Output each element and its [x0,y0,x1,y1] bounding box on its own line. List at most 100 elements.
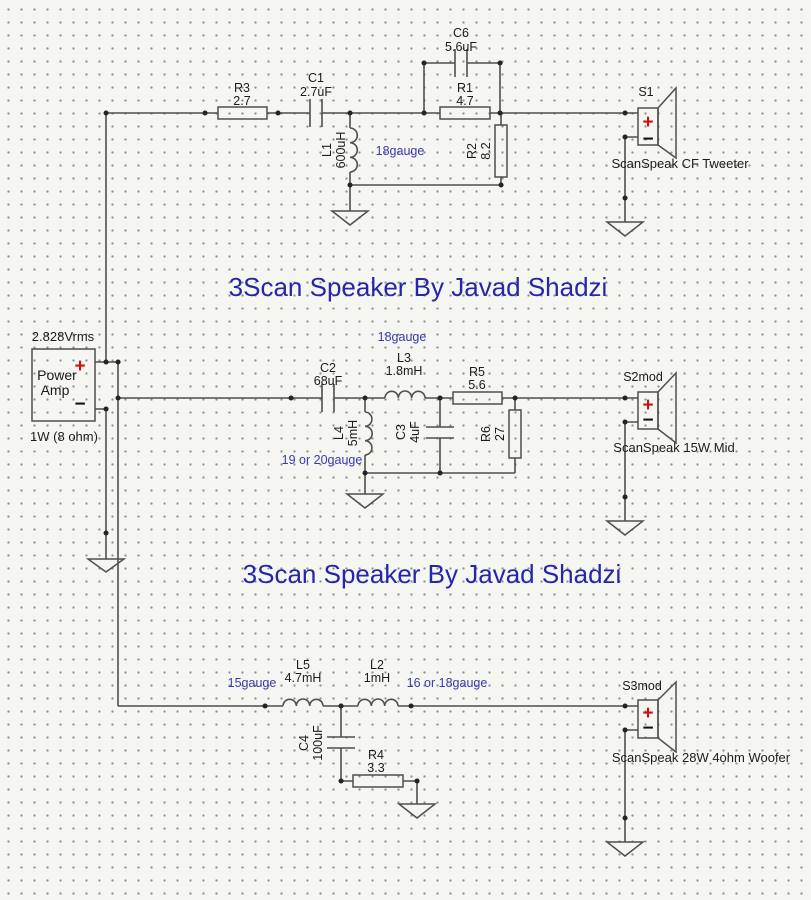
resistor-body [452,391,503,405]
capacitor-plates [327,736,355,749]
capacitor-plates [454,49,468,77]
junction-dots [103,60,628,821]
capacitor-plates [426,426,454,439]
inductor-L4: L4 5mH 19 or 20gauge [282,411,373,467]
inductor-L1: L1 600uH 18gauge [320,127,424,173]
component-ref: C1 [308,71,324,85]
component-value: 1.8mH [386,364,423,378]
capacitor-C3: C3 4uF [394,421,454,443]
resistor-R2: R2 8.2 [465,124,508,178]
inductor-L5: L5 4.7mH 15gauge [228,658,324,707]
wire-gauge-note: 16 or 18gauge [407,676,488,690]
speaker-ref: S1 [638,85,653,99]
resistor-body [508,409,522,459]
resistor-R6: R6 27 [479,409,522,459]
inductor-coil [349,127,359,173]
speaker-cone-icon [657,371,677,445]
component-ref: C3 [394,424,408,440]
capacitor-C1: C1 2.7uF [300,71,332,127]
component-ref: R6 [479,426,493,442]
capacitor-plates [321,384,335,412]
component-value: 600uH [334,132,348,169]
component-ref: R1 [457,81,473,95]
component-ref: C6 [453,26,469,40]
component-value: 4.7 [456,94,473,108]
source-name-line2: Amp [41,382,70,398]
component-ref: L5 [296,658,310,672]
plus-terminal-icon: + [642,703,653,724]
resistor-body [352,774,404,788]
mid-wires [118,397,638,521]
component-value: 5.6 [468,378,485,392]
component-value: 3.3 [367,761,384,775]
plus-terminal-icon: + [642,395,653,416]
component-ref: L1 [320,143,334,157]
ground-icon [604,221,646,237]
component-value: 5.6uF [445,40,477,54]
ground-under-L4 [344,493,386,509]
ground-icon [604,841,646,857]
ground-icon [85,558,127,573]
component-ref: L2 [370,658,384,672]
component-value: 27 [493,427,507,441]
capacitor-C2: C2 68uF [314,361,343,412]
speaker-cone-icon [657,680,677,754]
plus-terminal-icon: + [642,112,653,133]
inductor-coil [384,390,426,399]
resistor-body [217,106,268,120]
wire-gauge-note: 18gauge [378,330,427,344]
ground-icon [344,493,386,509]
wire-gauge-note: 19 or 20gauge [282,453,363,467]
component-value: 4.7mH [285,671,322,685]
schematic-title-upper: 3Scan Speaker By Javad Shadzi [229,272,608,302]
component-value: 1mH [364,671,390,685]
component-ref: C4 [297,735,311,751]
resistor-R3: R3 2.7 [217,81,268,120]
component-ref: L4 [332,426,346,440]
component-value: 5mH [346,420,360,446]
power-amp-source: 2.828Vrms Power Amp 1W (8 ohm) + − [30,113,127,706]
capacitor-C4: C4 100uF [297,725,355,761]
component-ref: R4 [368,748,384,762]
resistor-R1: R1 4.7 [439,81,491,120]
speaker-S1: + − S1 ScanSpeak CF Tweeter [604,85,749,237]
source-rating: 1W (8 ohm) [30,429,98,444]
schematic-title-lower: 3Scan Speaker By Javad Shadzi [243,559,622,589]
speaker-ref: S2mod [623,370,663,384]
minus-terminal-icon: − [642,410,653,431]
resistor-R4: R4 3.3 [352,748,438,819]
plus-terminal-icon: + [74,356,85,377]
ground-under-L1 [329,210,371,226]
component-ref: R2 [465,143,479,159]
minus-terminal-icon: − [642,718,653,739]
resistor-body [439,106,491,120]
inductor-coil [364,411,373,456]
tweeter-network: R3 2.7 C1 2.7uF C6 5.6uF R1 4.7 L1 600uH… [106,26,749,237]
wire-gauge-note: 15gauge [228,676,277,690]
midrange-network: C2 68uF L3 1.8mH 18gauge L4 5mH 19 or 20… [118,330,735,536]
speaker-S3mod: + − S3mod ScanSpeak 28W 4ohm Woofer [604,679,791,857]
component-value: 8.2 [479,142,493,159]
power-amp-body [31,348,96,422]
speaker-name: ScanSpeak 15W Mid [613,440,734,455]
component-value: 4uF [408,421,422,443]
component-ref: C2 [320,361,336,375]
tweeter-wires [106,62,638,222]
speaker-ref: S3mod [622,679,662,693]
speaker-cone-icon [657,86,677,160]
capacitor-C6: C6 5.6uF [445,26,477,77]
speaker-name: ScanSpeak CF Tweeter [611,156,749,171]
speaker-name: ScanSpeak 28W 4ohm Woofer [612,750,791,765]
resistor-body [494,124,508,178]
component-ref: R3 [234,81,250,95]
source-voltage: 2.828Vrms [32,329,95,344]
ground-icon [396,803,438,819]
minus-terminal-icon: − [74,394,85,415]
source-name-line1: Power [37,367,77,383]
woofer-network: L5 4.7mH 15gauge L2 1mH 16 or 18gauge C4… [118,658,791,857]
component-value: 100uF [311,725,325,761]
inductor-L3: L3 1.8mH 18gauge [378,330,427,399]
component-ref: R5 [469,365,485,379]
